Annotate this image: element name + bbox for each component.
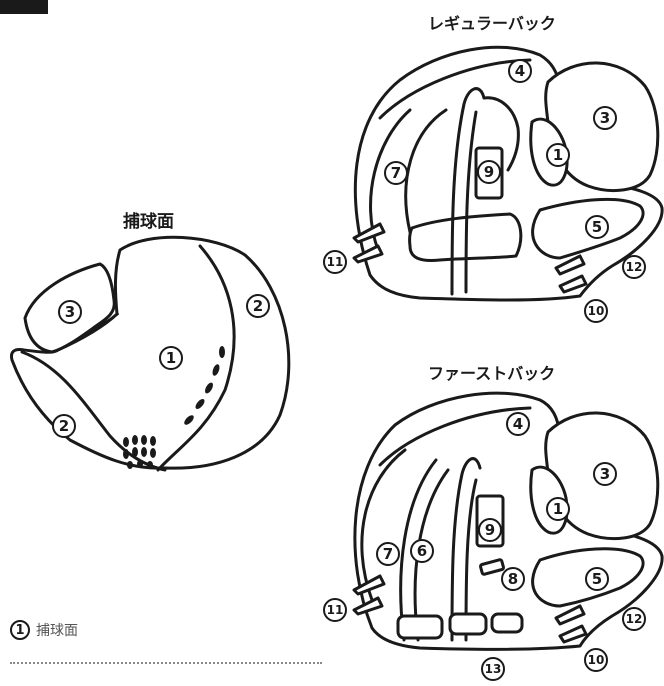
svg-text:1: 1 [553, 500, 563, 518]
svg-text:12: 12 [626, 260, 643, 274]
svg-text:1: 1 [166, 349, 176, 367]
title-first-back: ファーストバック [428, 364, 556, 383]
marker-first-4: 4 [506, 412, 530, 436]
palm-lace-holes [123, 435, 156, 469]
marker-regular-12: 12 [622, 255, 646, 279]
svg-text:10: 10 [588, 653, 605, 667]
title-regular-back: レギュラーバック [428, 14, 556, 33]
palm-inner-seam [156, 244, 236, 472]
marker-regular-4: 4 [508, 59, 532, 83]
regular-lace-right [554, 254, 588, 294]
svg-text:10: 10 [588, 304, 605, 318]
regular-back-diagram [352, 45, 664, 302]
regular-finger-seam-d [464, 110, 478, 294]
marker-first-11: 11 [323, 598, 347, 622]
svg-text:5: 5 [592, 570, 602, 588]
svg-text:11: 11 [327, 603, 344, 617]
regular-binding-4 [378, 58, 532, 120]
svg-text:7: 7 [391, 164, 401, 182]
marker-palm-3: 3 [58, 300, 82, 324]
title-catching-face: 捕球面 [123, 212, 174, 232]
svg-text:13: 13 [485, 662, 502, 676]
first-label-8 [479, 558, 505, 576]
svg-text:6: 6 [417, 542, 427, 560]
svg-text:4: 4 [513, 415, 523, 433]
marker-first-3: 3 [593, 462, 617, 486]
svg-text:1: 1 [553, 146, 563, 164]
marker-regular-3: 3 [593, 106, 617, 130]
marker-first-1: 1 [546, 497, 570, 521]
marker-regular-10: 10 [584, 299, 608, 323]
svg-text:3: 3 [600, 109, 610, 127]
first-finger-seam-d [450, 457, 482, 642]
first-lace-right [554, 604, 588, 644]
first-lace-left [352, 574, 386, 616]
legend-item: 1 捕球面 [10, 620, 78, 640]
svg-text:9: 9 [484, 163, 494, 181]
marker-regular-11: 11 [323, 250, 347, 274]
marker-palm-1: 1 [159, 346, 183, 370]
marker-first-7: 7 [376, 542, 400, 566]
palm-thumb-gap [57, 313, 119, 351]
regular-finger-seam-b [404, 108, 448, 234]
marker-first-10: 10 [584, 648, 608, 672]
marker-first-9: 9 [478, 518, 502, 542]
svg-text:11: 11 [327, 255, 344, 269]
palm-vent-holes [184, 346, 225, 425]
regular-finger-seam-c [450, 87, 486, 296]
legend-number: 1 [10, 620, 30, 640]
svg-text:3: 3 [65, 303, 75, 321]
catching-face-diagram [10, 235, 291, 472]
first-back-diagram [352, 391, 664, 651]
svg-text:12: 12 [626, 612, 643, 626]
svg-text:9: 9 [485, 521, 495, 539]
marker-regular-7: 7 [384, 161, 408, 185]
marker-palm-2b: 2 [52, 414, 76, 438]
marker-first-6: 6 [410, 539, 434, 563]
marker-first-13: 13 [481, 657, 505, 681]
corner-tab [0, 0, 48, 14]
regular-lace-left [352, 222, 386, 264]
first-straps-13 [396, 612, 524, 640]
marker-regular-5: 5 [585, 215, 609, 239]
svg-text:4: 4 [515, 62, 525, 80]
marker-first-8: 8 [501, 567, 525, 591]
svg-text:3: 3 [600, 465, 610, 483]
svg-text:5: 5 [592, 218, 602, 236]
svg-text:2: 2 [59, 417, 69, 435]
dotted-divider [10, 662, 322, 664]
svg-text:8: 8 [508, 570, 518, 588]
palm-left-seam [20, 350, 167, 472]
svg-text:2: 2 [253, 297, 263, 315]
marker-first-12: 12 [622, 607, 646, 631]
legend-label: 捕球面 [36, 623, 78, 639]
marker-regular-1: 1 [546, 143, 570, 167]
svg-text:7: 7 [383, 545, 393, 563]
marker-palm-2a: 2 [246, 294, 270, 318]
first-finger-seam-a [360, 448, 407, 602]
regular-finger-tip [482, 96, 520, 172]
marker-regular-9: 9 [477, 160, 501, 184]
marker-first-5: 5 [585, 567, 609, 591]
first-binding-4 [378, 406, 532, 467]
